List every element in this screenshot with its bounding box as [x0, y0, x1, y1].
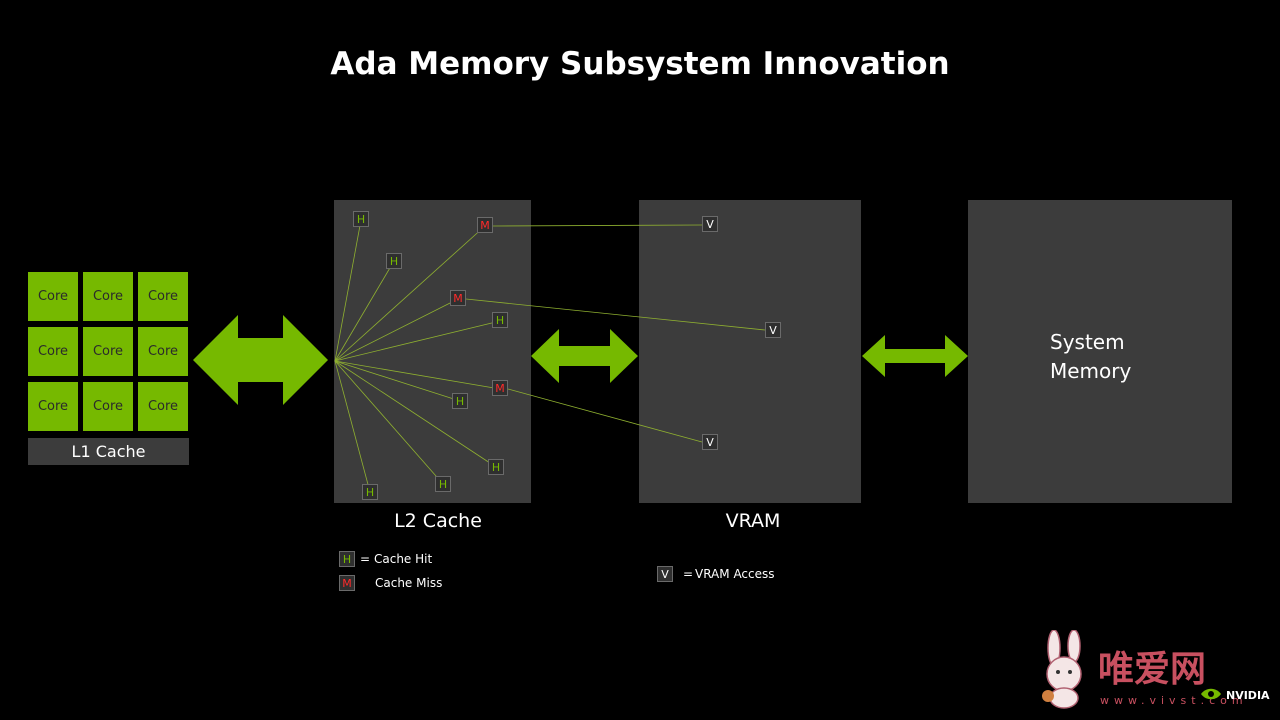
legend-vram-text: VRAM Access: [695, 567, 775, 581]
core-block: Core: [83, 382, 133, 431]
legend-miss-text: Cache Miss: [375, 576, 443, 590]
legend-miss-badge: M: [339, 575, 355, 591]
vram-panel: [639, 200, 861, 503]
page-title: Ada Memory Subsystem Innovation: [330, 46, 950, 82]
vram-access-badge: V: [765, 322, 781, 338]
cache-hit-badge: H: [435, 476, 451, 492]
cache-hit-badge: H: [353, 211, 369, 227]
cache-miss-badge: M: [477, 217, 493, 233]
core-block: Core: [138, 327, 188, 376]
cache-miss-badge: M: [492, 380, 508, 396]
system-memory-line2: Memory: [1050, 359, 1132, 383]
core-block: Core: [83, 327, 133, 376]
system-memory-panel: [968, 200, 1232, 503]
system-memory-line1: System: [1050, 330, 1125, 354]
legend-vram-badge: V: [657, 566, 673, 582]
cache-hit-badge: H: [488, 459, 504, 475]
legend-vram-equals: =: [683, 567, 694, 581]
cache-hit-badge: H: [386, 253, 402, 269]
watermark-text: 唯爱网: [1098, 649, 1207, 690]
l1-l2-double-arrow: [193, 315, 328, 405]
cache-miss-badge: M: [450, 290, 466, 306]
cache-hit-badge: H: [452, 393, 468, 409]
core-block: Core: [28, 327, 78, 376]
vram-access-badge: V: [702, 434, 718, 450]
cache-hit-badge: H: [492, 312, 508, 328]
core-block: Core: [28, 272, 78, 321]
core-block: Core: [138, 382, 188, 431]
cache-access-lines: [334, 219, 766, 493]
nvidia-eye-icon: [1201, 688, 1221, 700]
cache-hit-badge: H: [362, 484, 378, 500]
core-block: Core: [28, 382, 78, 431]
l2-vram-double-arrow: [531, 329, 638, 383]
rabbit-mascot-icon: [1042, 630, 1082, 709]
l1-cache-label: L1 Cache: [28, 438, 189, 465]
legend-hit-equals: =: [360, 552, 371, 566]
l2-cache-panel: [334, 200, 531, 503]
nvidia-logo-text: NVIDIA: [1226, 689, 1270, 702]
core-block: Core: [138, 272, 188, 321]
legend-hit-badge: H: [339, 551, 355, 567]
core-block: Core: [83, 272, 133, 321]
vram-access-badge: V: [702, 216, 718, 232]
vram-sysmem-double-arrow: [862, 335, 968, 377]
system-memory-label: System Memory: [1050, 328, 1131, 386]
legend-hit-text: Cache Hit: [374, 552, 433, 566]
vram-label: VRAM: [725, 510, 781, 532]
l2-cache-label: L2 Cache: [394, 510, 482, 532]
